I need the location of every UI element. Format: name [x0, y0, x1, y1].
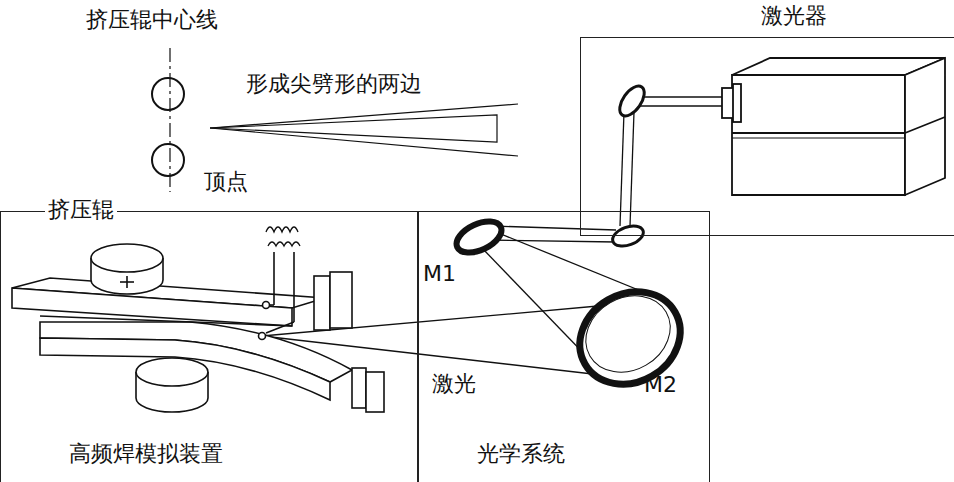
frame-caption: 高频焊模拟装置	[69, 442, 223, 466]
region-frame: 激光器	[580, 37, 954, 236]
laser-device	[722, 58, 945, 195]
wedge-label: 形成尖劈形的两边	[246, 72, 422, 96]
welding-simulator	[12, 227, 384, 412]
centerline-label: 挤压辊中心线	[86, 8, 218, 32]
frame-heading: 挤压辊	[45, 198, 117, 222]
region-frame: 挤压辊高频焊模拟装置	[0, 211, 418, 482]
frame-caption: 光学系统	[477, 442, 565, 466]
beam-label: 激光	[432, 372, 476, 396]
frame-heading: 激光器	[761, 4, 827, 28]
region-frame: 光学系统	[418, 211, 710, 482]
mirror-label: M2	[644, 373, 677, 397]
mirror-label: M1	[423, 262, 456, 286]
mirrors	[452, 82, 697, 402]
apex-label: 顶点	[204, 170, 248, 194]
